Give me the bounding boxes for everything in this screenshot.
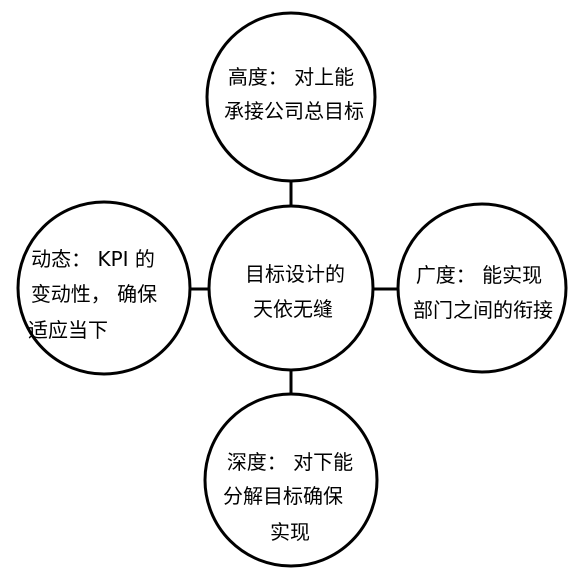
node-right-line-1: 广度： 能实现 <box>416 263 542 287</box>
node-bottom-line-2: 分解目标确保 <box>223 484 343 508</box>
node-bottom-line-1: 深度： 对下能 <box>227 450 353 474</box>
node-center-line-1: 目标设计的 <box>245 262 345 286</box>
node-center-circle <box>207 204 375 372</box>
node-bottom-circle <box>203 392 379 568</box>
node-top-line-2: 承接公司总目标 <box>224 99 364 123</box>
node-top-circle <box>205 11 377 183</box>
node-right-circle <box>396 202 568 374</box>
node-left-line-1: 动态： KPI 的 <box>31 247 155 271</box>
node-left-line-3: 适应当下 <box>28 318 108 342</box>
node-center-line-2: 天依无缝 <box>253 297 333 321</box>
node-right-line-2: 部门之间的衔接 <box>413 298 553 322</box>
node-left-circle <box>16 200 192 376</box>
node-bottom-line-3: 实现 <box>270 520 310 544</box>
node-top-line-1: 高度： 对上能 <box>228 65 354 89</box>
node-left-line-2: 变动性， 确保 <box>31 282 157 306</box>
